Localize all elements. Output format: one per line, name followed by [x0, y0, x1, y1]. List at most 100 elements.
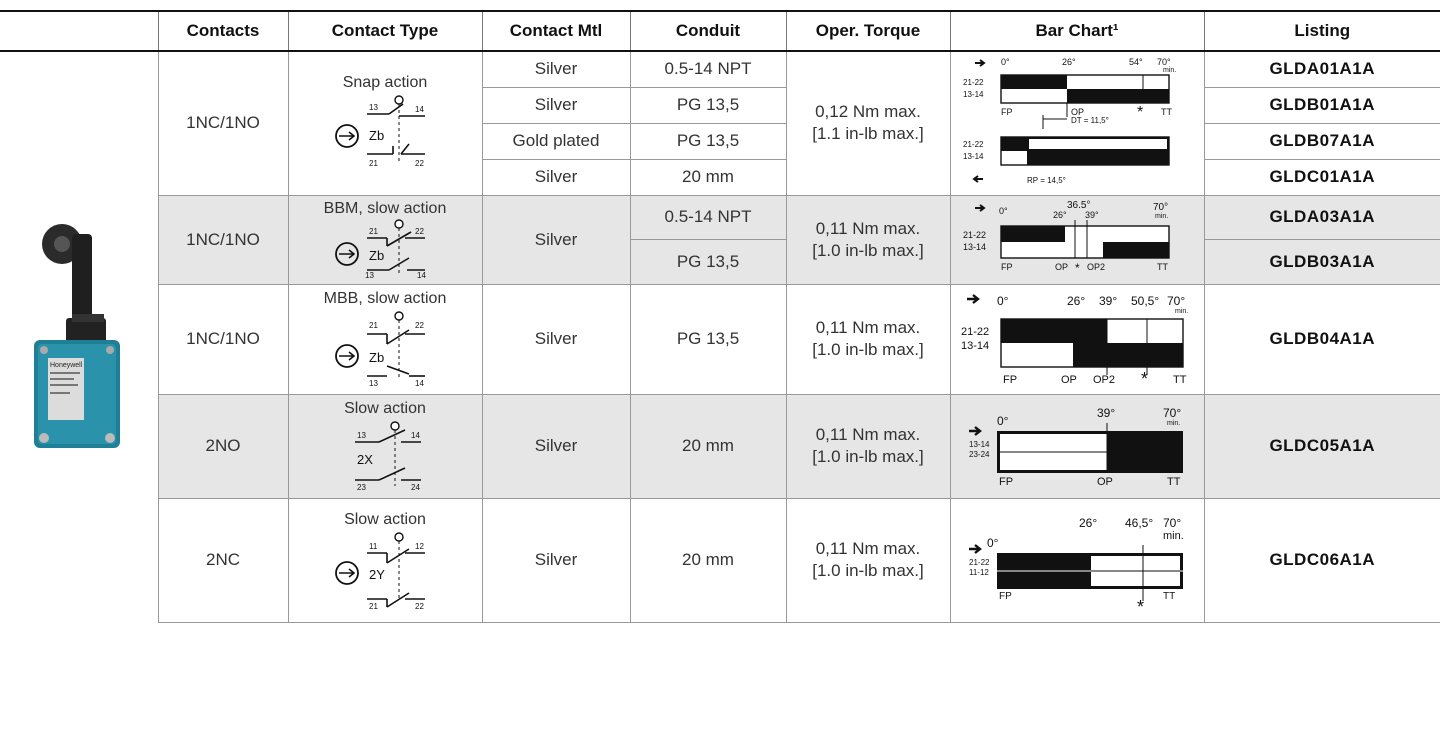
angle-label: 36.5°: [1067, 200, 1090, 211]
angle-label: 70°: [1163, 516, 1181, 530]
row-label: 13-14: [969, 440, 990, 449]
rp-label: RP = 14,5°: [1027, 176, 1066, 185]
contact-type-cell: BBM, slow action 21 22 13 14: [288, 195, 483, 285]
contacts-cell: 2NO: [158, 394, 289, 499]
contact-mtl-cell: Gold plated: [482, 123, 631, 160]
torque-inlb: [1.1 in-lb max.]: [812, 124, 924, 144]
contact-type-label: BBM, slow action: [323, 199, 447, 217]
symbol-code: Zb: [369, 350, 384, 365]
torque-nm: 0,11 Nm max.: [815, 425, 921, 444]
table-row: Silver PG 13,5 GLDB01A1A: [0, 87, 1440, 124]
row-label: 11-12: [969, 568, 989, 577]
terminal-label: 13: [369, 103, 378, 112]
point-label: TT: [1163, 591, 1175, 602]
angle-label: 0°: [997, 294, 1009, 308]
bar-chart-cell: 0° 26° 39° 50,5° 70° min. 21-22 13-14 FP…: [950, 284, 1205, 395]
conduit-cell: PG 13,5: [630, 87, 787, 124]
row-label: 23-24: [969, 450, 990, 459]
row-label: 21-22: [963, 78, 984, 87]
bar-chart-diagram: 0° 36.5° 26° 39° 70° min. 21-22 13-14 FP…: [963, 200, 1170, 275]
point-label: FP: [1001, 262, 1013, 272]
listing-cell: GLDB04A1A: [1204, 284, 1440, 395]
conduit-cell: 20 mm: [630, 159, 787, 196]
table-row: 1NC/1NO MBB, slow action 21 22: [0, 284, 1440, 395]
angle-label: 70°: [1153, 202, 1168, 213]
torque-inlb: [1.0 in-lb max.]: [812, 340, 924, 359]
symbol-code: 2X: [357, 452, 373, 467]
min-label: min.: [1175, 308, 1188, 315]
terminal-label: 23: [357, 483, 366, 492]
point-label: TT: [1161, 107, 1172, 117]
torque-nm: 0,12 Nm max.: [815, 102, 921, 122]
col-header-listing: Listing: [1204, 12, 1440, 52]
table-row: PG 13,5 GLDB03A1A: [0, 239, 1440, 285]
contacts-cell: 1NC/1NO: [158, 284, 289, 395]
contacts-cell: 2NC: [158, 498, 289, 623]
torque-nm: 0,11 Nm max.: [815, 218, 921, 238]
col-header-contacts: Contacts: [158, 12, 289, 52]
brand-label: Honeywell: [50, 362, 83, 369]
contact-type-label: Slow action: [344, 400, 426, 417]
angle-label: 70°: [1167, 294, 1185, 308]
contact-mtl-cell: Silver: [482, 498, 631, 623]
bar-chart-cell: 0° 26° 46,5° 70° min. 21-22 11-12 FP * T…: [950, 498, 1205, 623]
angle-label: 26°: [1067, 294, 1085, 308]
col-header-contact-mtl: Contact Mtl: [482, 12, 631, 52]
col-header-contact-type: Contact Type: [288, 12, 483, 52]
symbol-code: Zb: [369, 248, 384, 263]
row-label: 21-22: [969, 558, 990, 567]
col-header-oper-torque: Oper. Torque: [786, 12, 951, 52]
terminal-label: 12: [415, 542, 424, 551]
bar-chart-cell: 0° 36.5° 26° 39° 70° min. 21-22 13-14 FP…: [950, 195, 1205, 285]
symbol-code: 2Y: [369, 567, 385, 582]
point-label: OP: [1061, 374, 1077, 386]
oper-torque-cell: 0,11 Nm max. [1.0 in-lb max.]: [786, 394, 951, 499]
limit-switch-image: Honeywell: [33, 224, 120, 448]
listing-cell: GLDB03A1A: [1204, 239, 1440, 285]
torque-inlb: [1.0 in-lb max.]: [812, 447, 924, 466]
terminal-label: 14: [411, 431, 420, 440]
angle-label: 70°: [1157, 57, 1171, 67]
row-label: 21-22: [963, 230, 986, 240]
contact-mtl-cell: Silver: [482, 159, 631, 196]
torque-nm: 0,11 Nm max.: [815, 318, 921, 337]
contact-type-cell: MBB, slow action 21 22 13 14: [288, 284, 483, 395]
header-top-rule: [0, 10, 1440, 12]
point-label: TT: [1173, 374, 1187, 386]
contacts-cell: 1NC/1NO: [158, 195, 289, 285]
previous-page-heading-fragment: [0, 0, 1440, 10]
conduit-cell: 0.5-14 NPT: [630, 51, 787, 88]
mbb-symbol: 21 22 13 14 Zb: [335, 311, 425, 388]
listing-cell: GLDA03A1A: [1204, 195, 1440, 240]
angle-label: 0°: [997, 414, 1009, 428]
angle-label: 39°: [1099, 294, 1117, 308]
bar-chart-cell: 0° 26° 54° 70° min. 21-22 13-14 FP OP * …: [950, 51, 1205, 196]
contact-mtl-cell: Silver: [482, 51, 631, 88]
row-label: 21-22: [961, 326, 989, 338]
listing-cell: GLDB01A1A: [1204, 87, 1440, 124]
table-row: Silver 20 mm GLDC01A1A: [0, 159, 1440, 196]
row-label: 13-14: [963, 242, 986, 252]
contact-mtl-cell: Silver: [482, 394, 631, 499]
point-label: OP: [1097, 476, 1113, 488]
dt-label: DT = 11,5°: [1071, 116, 1109, 125]
point-label: FP: [999, 476, 1013, 488]
angle-label: 26°: [1062, 57, 1076, 67]
min-label: min.: [1163, 67, 1176, 74]
star-marker: *: [1141, 369, 1148, 387]
terminal-label: 24: [411, 483, 420, 492]
min-label: min.: [1163, 530, 1184, 542]
col-header-bar-chart: Bar Chart¹: [950, 12, 1205, 52]
contacts-cell: 1NC/1NO: [158, 51, 289, 196]
bar-chart-cell: 0° 39° 70° min. 13-14 23-24 FP OP TT: [950, 394, 1205, 499]
contact-type-cell: Slow action 13 14 23 24 2X: [288, 394, 483, 499]
angle-label: 70°: [1163, 406, 1181, 420]
terminal-label: 22: [415, 159, 424, 168]
table-row: 2NO Slow action 13 14 23 24 2X: [0, 394, 1440, 499]
angle-label: 0°: [987, 536, 999, 550]
product-table: Contacts Contact Type Contact Mtl Condui…: [0, 12, 1440, 623]
terminal-label: 13: [357, 431, 366, 440]
bar-chart-diagram: 0° 39° 70° min. 13-14 23-24 FP OP TT: [969, 406, 1183, 488]
conduit-cell: PG 13,5: [630, 284, 787, 395]
terminal-label: 21: [369, 227, 378, 236]
